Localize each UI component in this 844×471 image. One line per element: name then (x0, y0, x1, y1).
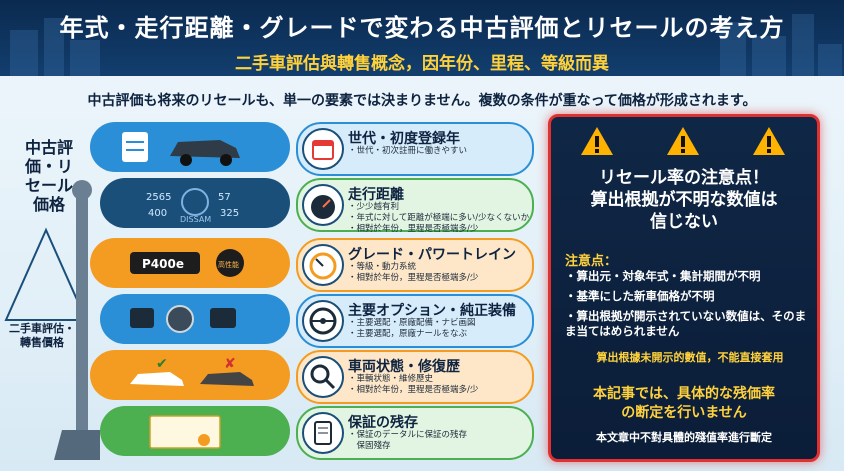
factor-row: 世代・初度登録年 ・世代・初次註冊に働きやすい (296, 122, 534, 176)
header-banner: 年式・走行距離・グレードで変わる中古評価とリセールの考え方 二手車評估與轉售概念… (0, 0, 844, 76)
condition-cars-icon: ✔ ✘ (130, 356, 254, 386)
odometer-right2: 325 (220, 208, 239, 219)
car-icon (122, 132, 240, 166)
row-bullet: ・世代・初次註冊に働きやすい (348, 146, 468, 156)
evaluation-sublabel: 二手車評估・轉售價格 (9, 322, 75, 349)
odometer-right: 57 (218, 192, 231, 203)
panel-heading-line: リセール率の注意点！ (599, 168, 769, 188)
row-bullet: ・等級・動力系統 (348, 262, 417, 272)
band-options (100, 294, 290, 344)
factor-row: グレード・パワートレイン ・等級・動力系統 ・相對於年份，里程是否極端多/少 (296, 238, 534, 292)
panel-heading: リセール率の注意点！ 算出根拠が不明な数値は 信じない (551, 167, 817, 233)
grade-badge: P400e (142, 257, 184, 271)
row-bullet: ・主要選配・原廠配備・ナビ画図 (348, 318, 476, 328)
row-title: 世代・初度登録年 (348, 131, 460, 147)
dash-brand: DISSAM (180, 215, 211, 224)
equipment-icon (130, 305, 236, 333)
row-title: 主要オプション・純正装備 (348, 303, 516, 319)
panel-label: 注意点： (565, 254, 618, 269)
gauge-icon (302, 244, 344, 286)
panel-item: ・算出根拠が開示されていない数値は、そのまま当てはめられません (565, 309, 807, 338)
row-title: 保証の残存 (348, 415, 418, 431)
factor-row: 走行距離 ・少少越有利 ・年式に対して距離が極端に多い/少なくないか ・相對於年… (296, 178, 534, 234)
document-icon (302, 412, 344, 454)
row-bullet: ・車輌状態・維修歷史 (348, 374, 434, 384)
row-bullet: ・相對於年份，里程是否極端多/少 (348, 385, 479, 395)
steering-wheel-icon (302, 300, 344, 342)
warning-icon (667, 127, 699, 155)
band-generation (90, 122, 290, 172)
row-bullet: ・相對於年份，里程是否極端多/少 (348, 273, 479, 283)
row-bullet: ・少少越有利 (348, 202, 400, 212)
row-bullet: ・年式に対して距離が極端に多い/少なくないか (348, 213, 530, 223)
row-title: 車両状態・修復歴 (348, 359, 460, 375)
magnifier-icon (302, 356, 344, 398)
band-warranty (100, 406, 290, 456)
odometer-left: 2565 (146, 192, 171, 203)
page-title: 年式・走行距離・グレードで変わる中古評価とリセールの考え方 (59, 14, 785, 42)
cross-icon: ✘ (224, 356, 236, 372)
panel-heading-line: 算出根拠が不明な数値は (590, 190, 778, 210)
factor-row: 主要オプション・純正装備 ・主要選配・原廠配備・ナビ画図 ・主要選配，原廠ナール… (296, 294, 534, 348)
row-bullet: ・相對於年份，里程是否極端多/少 (348, 224, 479, 234)
speedometer-icon (302, 184, 344, 226)
panel-note: 算出根據未開示的數值，不能直接套用 (596, 351, 784, 364)
panel-conclusion-sub: 本文章中不對具體的殘值率進行斷定 (596, 431, 772, 444)
warning-icon (581, 127, 613, 155)
city-skyline-icon (10, 14, 842, 76)
calendar-icon (302, 128, 344, 170)
band-grade: P400e 高性能 (90, 238, 290, 288)
band-mileage: 2565 400 57 325 DISSAM (100, 178, 290, 228)
odometer-left2: 400 (148, 208, 167, 219)
row-bullet: ・保証のデータルに保証の残存 (348, 430, 468, 440)
page-subtitle: 二手車評估與轉售概念，因年份、里程、等級而異 (235, 54, 609, 74)
warning-icon (753, 127, 785, 155)
factor-row: 保証の残存 ・保証のデータルに保証の残存 保固殘存 (296, 406, 534, 460)
panel-conclusion: 本記事では、具体的な残価率 の断定を行いません (551, 385, 817, 423)
certificate-icon (149, 415, 221, 449)
evaluation-label: 中古評価・リセール価格 (24, 138, 73, 214)
row-bullet: 保固殘存 (348, 441, 391, 451)
panel-conclusion-line: 本記事では、具体的な残価率 (593, 386, 775, 402)
pyramid-icon (4, 180, 100, 460)
row-title: グレード・パワートレイン (348, 247, 516, 263)
warning-panel: リセール率の注意点！ 算出根拠が不明な数値は 信じない 注意点： ・算出元・対象… (548, 114, 820, 462)
panel-item: ・算出元・対象年式・集計期間が不明 (565, 269, 761, 283)
band-condition: ✔ ✘ (90, 350, 290, 400)
row-title: 走行距離 (348, 187, 404, 203)
check-icon: ✔ (156, 356, 168, 372)
intro-text: 中古評価も将来のリセールも、単一の要素では決まりません。複数の条件が重なって価格… (87, 93, 757, 109)
gauge-label: 高性能 (218, 260, 239, 269)
panel-heading-line: 信じない (650, 212, 718, 232)
panel-item: ・基準にした新車価格が不明 (565, 289, 715, 303)
row-bullet: ・主要選配，原廠ナールをなぶ (348, 329, 468, 339)
factor-row: 車両状態・修復歴 ・車輌状態・維修歷史 ・相對於年份，里程是否極端多/少 (296, 350, 534, 404)
panel-conclusion-line: の断定を行いません (621, 405, 747, 421)
dashboard-icon: 2565 400 57 325 DISSAM (146, 188, 239, 224)
badge-icon: P400e 高性能 (130, 249, 244, 277)
